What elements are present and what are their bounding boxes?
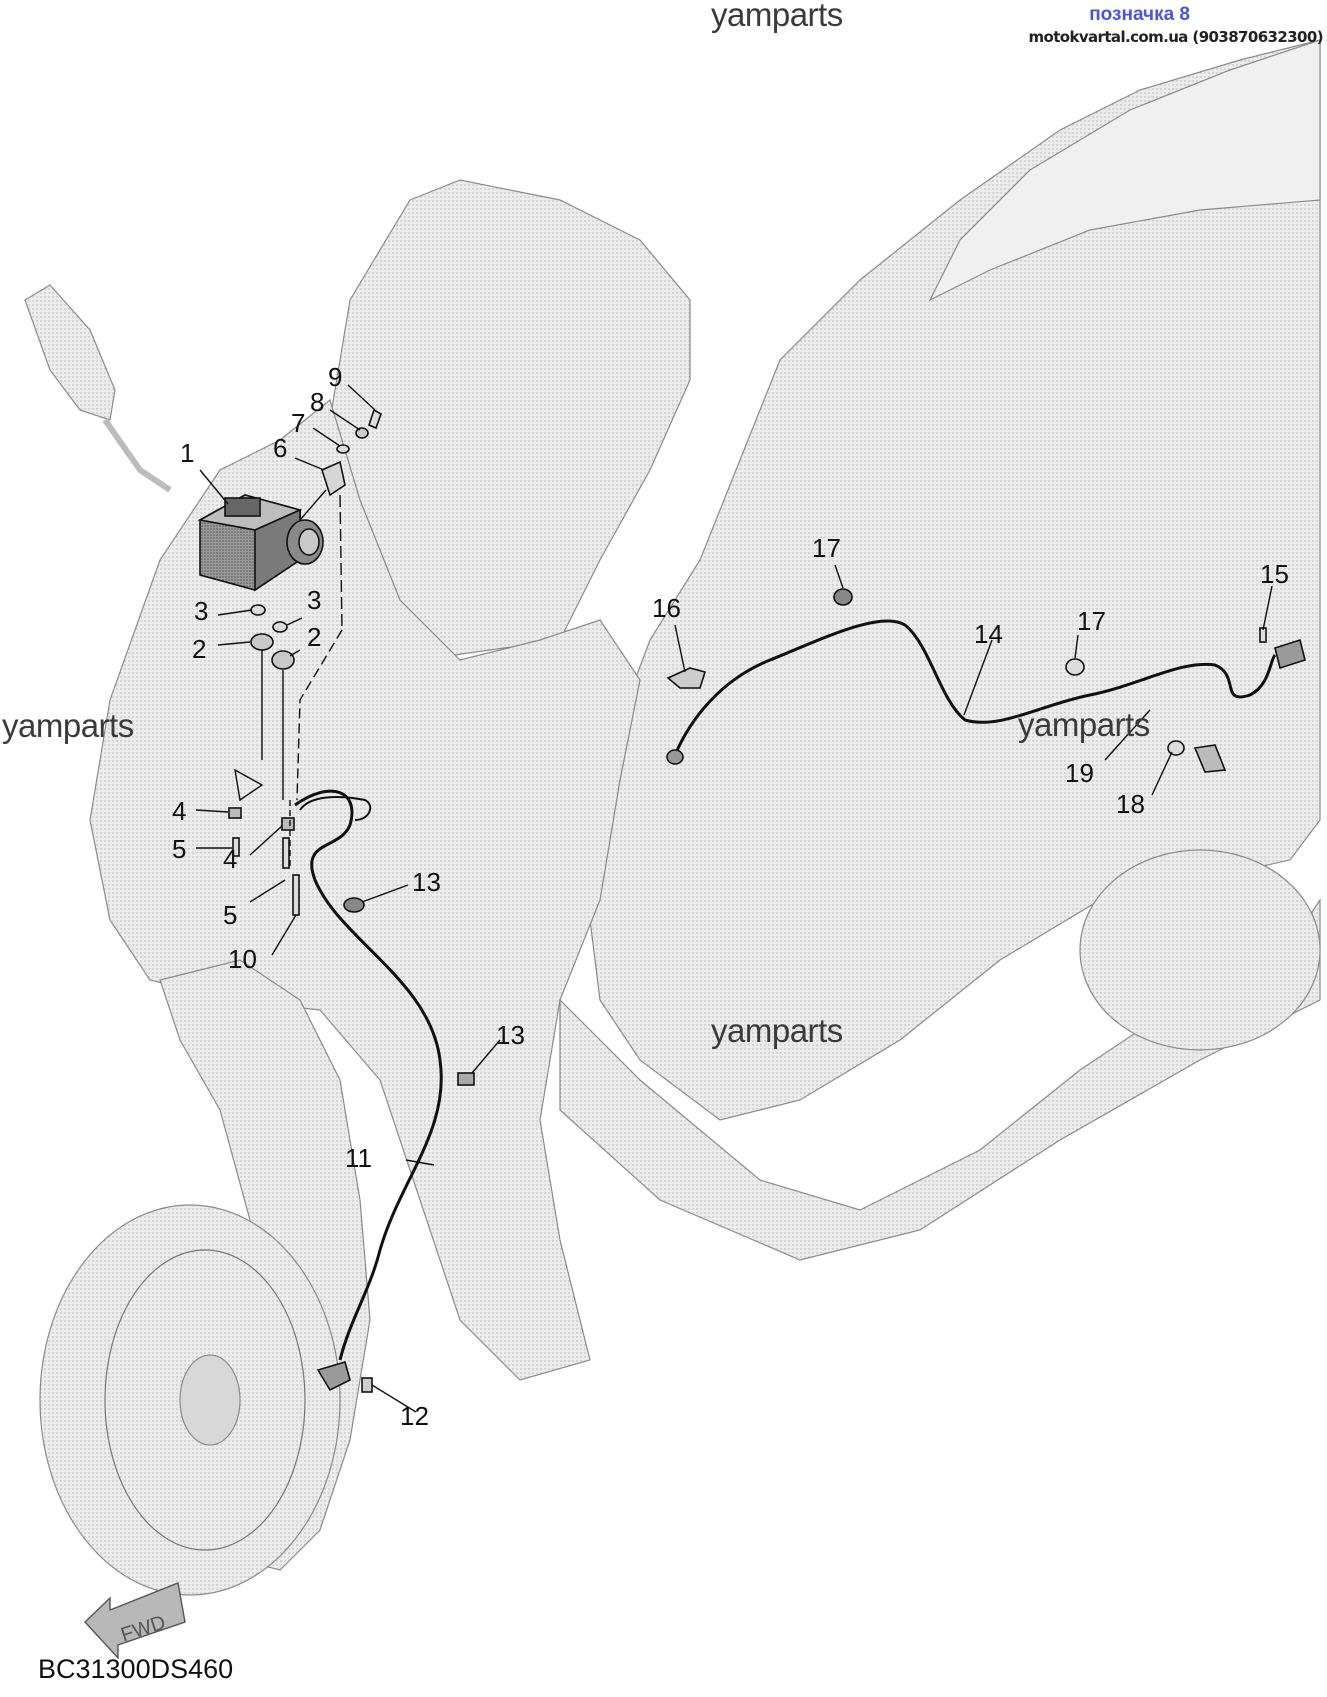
front-wheel-sensor	[316, 1361, 373, 1393]
rear-wheel	[1079, 849, 1321, 1051]
callouts: 1 2 2 3 3 4 4 5 5 6 7 8 9 10 11 12 13 13…	[172, 362, 1289, 1431]
parts	[195, 384, 1306, 1413]
bracket	[321, 460, 346, 497]
callout-18: 18	[1116, 789, 1145, 819]
callout-6: 6	[273, 433, 287, 463]
left-mirror	[24, 284, 116, 421]
clamp-upper	[343, 897, 365, 913]
callout-16: 16	[652, 593, 681, 623]
callout-17: 17	[1077, 606, 1106, 636]
front-sensor-lead-top	[299, 796, 372, 821]
watermark-left: yamparts	[2, 707, 134, 744]
damper-right	[271, 650, 295, 670]
callout-4: 4	[172, 796, 186, 826]
callout-7: 7	[291, 408, 305, 438]
watermark-center: yamparts	[711, 1012, 843, 1049]
callout-15: 15	[1260, 559, 1289, 589]
bolt	[368, 408, 382, 430]
callout-3: 3	[307, 585, 321, 615]
nut-upper	[228, 807, 242, 819]
front-fairing	[89, 398, 641, 1381]
holder-18	[1167, 740, 1185, 756]
clamp-17a	[833, 588, 853, 606]
callout-2: 2	[192, 634, 206, 664]
callout-3: 3	[194, 596, 208, 626]
document-code: BC31300DS460	[38, 1654, 234, 1684]
front-wheel-hub	[179, 1354, 241, 1446]
callout-2: 2	[307, 622, 321, 652]
callout-4: 4	[223, 844, 237, 874]
callout-5: 5	[223, 900, 237, 930]
collar-right	[272, 621, 288, 633]
callout-10: 10	[228, 944, 257, 974]
clamp-lower	[457, 1072, 475, 1086]
callout-13: 13	[412, 867, 441, 897]
front-sensor-lead	[294, 789, 443, 1361]
callout-19: 19	[1065, 758, 1094, 788]
callout-17: 17	[812, 533, 841, 563]
rear-lead-end	[666, 749, 684, 765]
watermark-right: yamparts	[1018, 706, 1150, 743]
nut	[355, 427, 369, 439]
callout-5: 5	[172, 834, 186, 864]
mirror-stem	[102, 418, 172, 493]
screw-19	[1193, 744, 1227, 773]
callout-13: 13	[496, 1020, 525, 1050]
watermark-top: yamparts	[711, 0, 843, 33]
bolt-lower	[282, 837, 290, 869]
abs-hydraulic-unit	[197, 494, 324, 592]
clamp-17b	[1065, 658, 1085, 676]
callout-12: 12	[400, 1401, 429, 1431]
callout-1: 1	[180, 438, 194, 468]
stamp-subtitle: motokvartal.com.ua (903870632300)	[1028, 28, 1323, 46]
callout-8: 8	[310, 387, 324, 417]
front-wheel-rim	[104, 1249, 306, 1551]
callout-9: 9	[328, 362, 342, 392]
rear-sensor-lead	[673, 619, 1277, 756]
seat	[928, 39, 1321, 302]
bolt-long	[292, 874, 300, 916]
bolt-upper	[232, 837, 240, 857]
callout-11: 11	[345, 1143, 372, 1173]
fwd-arrow: FWD	[84, 1582, 186, 1660]
callout-14: 14	[974, 619, 1003, 649]
washer	[336, 444, 350, 454]
rear-wheel-sensor	[1259, 627, 1306, 670]
nut-lower	[281, 817, 295, 831]
floor-panel	[559, 898, 1321, 1261]
damper-left	[250, 633, 274, 651]
holder-16	[666, 667, 707, 689]
scooter-silhouette	[24, 39, 1321, 1596]
stamp-title: позначка 8	[1089, 4, 1190, 25]
collar-left	[250, 604, 266, 616]
